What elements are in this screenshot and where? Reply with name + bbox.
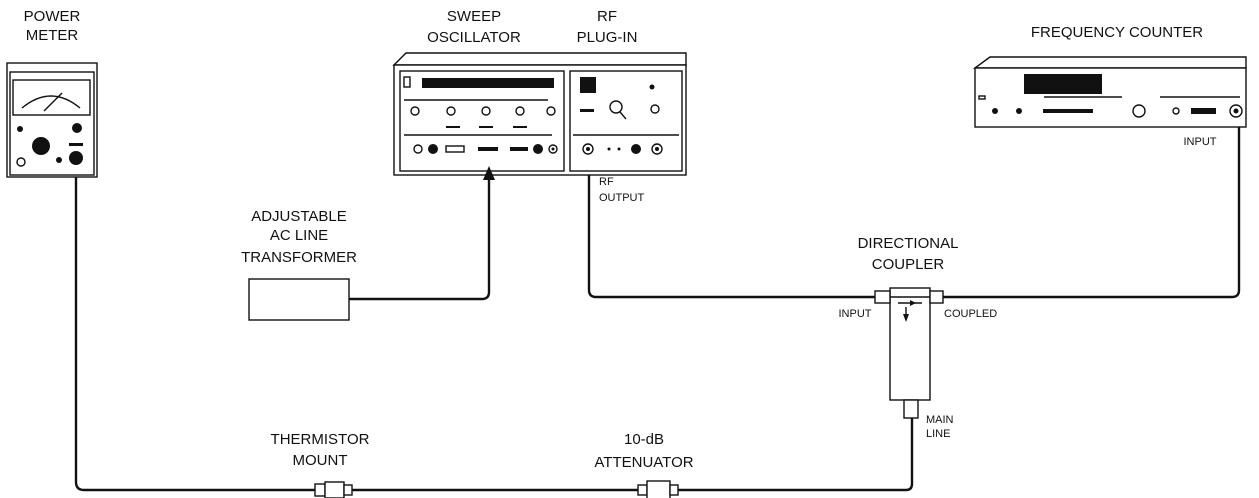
svg-text:TRANSFORMER: TRANSFORMER [241, 249, 357, 266]
svg-text:METER: METER [26, 27, 79, 44]
directional-coupler-label: DIRECTIONAL COUPLER [858, 235, 959, 273]
svg-text:SWEEP: SWEEP [447, 8, 501, 25]
attenuator-label: 10-dB ATTENUATOR [594, 431, 693, 471]
svg-text:10-dB: 10-dB [624, 431, 664, 448]
main-line-label: MAIN LINE [926, 414, 954, 440]
svg-text:PLUG-IN: PLUG-IN [577, 29, 638, 46]
counter-input-label: INPUT [1184, 136, 1217, 148]
coupler-coupled-label: COUPLED [944, 308, 997, 320]
svg-text:ATTENUATOR: ATTENUATOR [594, 454, 693, 471]
attenuator [637, 480, 679, 498]
svg-text:RF: RF [599, 176, 614, 188]
svg-text:ADJUSTABLE: ADJUSTABLE [251, 208, 347, 225]
thermistor-mount [314, 481, 353, 498]
transformer-power-cable [347, 176, 491, 301]
svg-text:COUPLER: COUPLER [872, 256, 945, 273]
rf-output-cable [587, 158, 878, 299]
coupled-output-cable [939, 115, 1241, 299]
sweep-oscillator-label: SWEEP OSCILLATOR [427, 8, 521, 46]
coupler-input-label: INPUT [839, 308, 872, 320]
ac-line-transformer [248, 278, 350, 321]
svg-text:POWER: POWER [24, 8, 81, 25]
svg-text:LINE: LINE [926, 428, 950, 440]
frequency-counter-label: FREQUENCY COUNTER [1031, 24, 1203, 41]
svg-text:OUTPUT: OUTPUT [599, 192, 645, 204]
sweep-oscillator [392, 52, 687, 176]
svg-text:RF: RF [597, 8, 617, 25]
thermistor-mount-label: THERMISTOR MOUNT [271, 431, 370, 469]
svg-text:DIRECTIONAL: DIRECTIONAL [858, 235, 959, 252]
attenuator-to-coupler-cable [676, 416, 914, 492]
directional-coupler [874, 287, 944, 419]
svg-text:OSCILLATOR: OSCILLATOR [427, 29, 521, 46]
rf-plugin-label: RF PLUG-IN [577, 8, 638, 46]
power-meter [6, 62, 98, 178]
rf-output-label: RF OUTPUT [599, 176, 645, 204]
frequency-counter [972, 56, 1247, 128]
svg-text:MOUNT: MOUNT [293, 452, 348, 469]
rf-plug-in [569, 70, 683, 172]
power-meter-cable [74, 158, 317, 492]
svg-text:THERMISTOR: THERMISTOR [271, 431, 370, 448]
power-arrow-icon [483, 166, 495, 180]
svg-text:MAIN: MAIN [926, 414, 954, 426]
power-meter-label: POWER METER [24, 8, 81, 44]
transformer-label: ADJUSTABLE AC LINE TRANSFORMER [241, 208, 357, 266]
svg-text:AC LINE: AC LINE [270, 227, 328, 244]
